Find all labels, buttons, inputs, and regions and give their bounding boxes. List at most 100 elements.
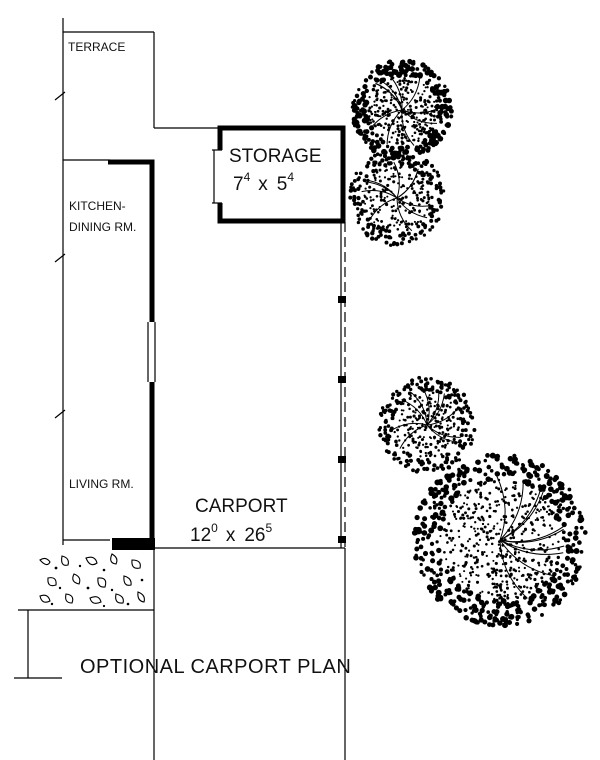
carport-width-ft: 12 (190, 525, 211, 546)
tree-stipple (399, 124, 403, 127)
tree-stipple (419, 562, 423, 567)
tree-stipple (382, 154, 388, 159)
tree-stipple (408, 407, 411, 411)
tree-stipple (497, 487, 501, 491)
tree-stipple (499, 569, 503, 573)
tree-stipple (495, 504, 499, 507)
tree-stipple (370, 70, 374, 74)
tree-branch (401, 107, 440, 114)
tree-stipple (421, 399, 424, 402)
tree-stipple (369, 199, 373, 202)
tree-stipple (399, 67, 405, 73)
tree-stipple (477, 502, 480, 506)
tree-stipple (372, 226, 376, 230)
house-outline (54, 18, 155, 545)
tree-stipple (512, 515, 515, 519)
tree-stipple (400, 158, 405, 162)
tree-stipple (356, 207, 360, 211)
tree-stipple (429, 541, 435, 547)
tree-stipple (390, 396, 395, 400)
tree-stipple (416, 196, 419, 200)
tree-stipple (448, 108, 454, 114)
tree-stipple (411, 125, 414, 128)
tree-stipple (398, 460, 403, 465)
tree-stipple (349, 182, 354, 187)
tree-stipple (433, 118, 436, 122)
tree-stipple (428, 394, 431, 397)
tree-stipple (521, 573, 525, 577)
tree-stipple (451, 536, 455, 540)
tree-stipple (543, 580, 549, 585)
tree-stipple (480, 564, 484, 568)
tree-stipple (414, 546, 420, 552)
tree-stipple (405, 119, 408, 123)
tree-stipple (384, 240, 389, 245)
tree-stipple (440, 417, 444, 421)
tree-stipple (386, 156, 391, 161)
tree-stipple (571, 505, 577, 511)
tree-stipple (404, 149, 410, 154)
tree-stipple (472, 544, 476, 548)
tree-stipple (553, 474, 560, 481)
tree-stipple (365, 197, 369, 200)
tree-stipple (451, 441, 454, 445)
tree-stipple (442, 504, 448, 510)
tree-stipple (505, 521, 508, 524)
tree-stipple (356, 99, 362, 106)
tree-stipple (445, 88, 450, 93)
tree-stipple (519, 593, 523, 596)
tree-stipple (375, 194, 379, 198)
tree-stipple (445, 427, 449, 431)
tree-stipple (354, 171, 359, 176)
tree-stipple (414, 145, 419, 150)
tree-stipple (392, 457, 397, 461)
tree-stipple (439, 437, 443, 441)
tree-stipple (375, 142, 382, 149)
tree-stipple (417, 137, 420, 140)
tree-stipple (475, 542, 479, 545)
tree-stipple (426, 145, 431, 151)
tree-stipple (485, 535, 489, 539)
tree-stipple (375, 104, 378, 107)
tree-stipple (399, 87, 403, 91)
tree-icon (377, 375, 477, 474)
tree-stipple (432, 208, 437, 213)
tree-stipple (523, 504, 527, 508)
tree-stipple (481, 590, 484, 593)
tree-stipple (424, 454, 428, 457)
tree-branch (496, 475, 506, 541)
tree-branch (499, 479, 524, 541)
tree-stipple (438, 596, 444, 602)
tree-stipple (368, 106, 372, 110)
tree-stipple (390, 216, 394, 220)
tree-stipple (397, 456, 401, 461)
kitchen-label-line2: DINING RM. (69, 220, 136, 234)
tree-stipple (426, 190, 430, 194)
tree-stipple (439, 509, 446, 516)
tree-stipple (488, 613, 493, 618)
tree-stipple (513, 498, 517, 502)
tree-stipple (356, 220, 361, 225)
tree-stipple (424, 387, 429, 392)
tree-stipple (557, 575, 562, 581)
tree-stipple (365, 231, 370, 237)
tree-stipple (477, 488, 480, 491)
tree-stipple (558, 585, 565, 591)
tree-stipple (396, 127, 400, 131)
tree-stipple (411, 530, 418, 536)
tree-stipple (579, 550, 584, 554)
tree-stipple (429, 181, 433, 186)
tree-stipple (397, 182, 400, 185)
tree-stipple (526, 618, 532, 624)
tree-stipple (413, 125, 417, 129)
tree-stipple (436, 489, 442, 495)
tree-stipple (406, 64, 411, 69)
tree-stipple (407, 428, 410, 432)
tree-stipple (418, 122, 422, 126)
tree-stipple (390, 167, 393, 170)
tree-stipple (446, 541, 449, 544)
tree-branch (396, 197, 413, 232)
tree-stipple (396, 393, 400, 397)
tree-stipple (398, 160, 402, 164)
